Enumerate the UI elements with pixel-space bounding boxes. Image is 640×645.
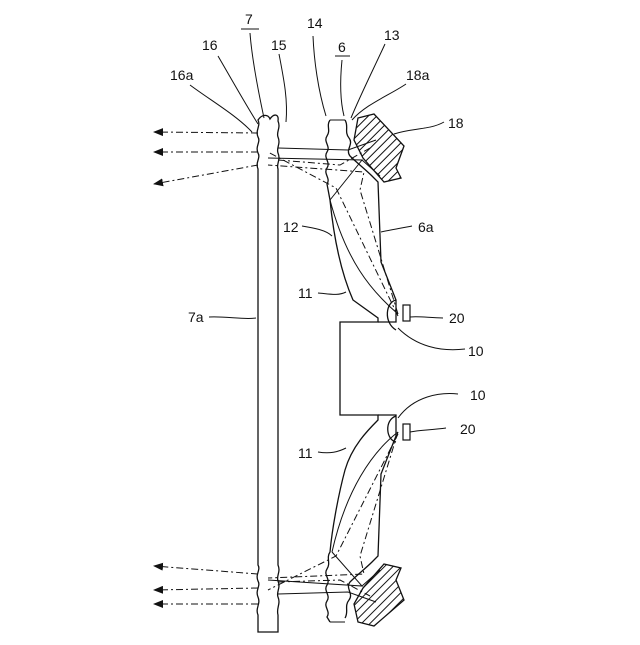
inner-lens-6 xyxy=(326,120,396,622)
reference-labels: 7 16 15 14 6 13 18a 16a 18 12 6a 11 7a 2… xyxy=(170,11,486,461)
label-12: 12 xyxy=(283,219,299,235)
light-rays-lower xyxy=(154,432,398,604)
label-14: 14 xyxy=(307,15,323,31)
label-6a: 6a xyxy=(418,219,434,235)
label-11-upper: 11 xyxy=(298,285,313,301)
label-7a: 7a xyxy=(188,309,204,325)
label-20-lower: 20 xyxy=(460,421,476,437)
label-18: 18 xyxy=(448,115,464,131)
light-source-20-upper xyxy=(387,300,410,330)
label-10-lower: 10 xyxy=(470,387,486,403)
label-16a: 16a xyxy=(170,67,194,83)
label-10-upper: 10 xyxy=(468,343,484,359)
reflector-18-lower xyxy=(354,564,404,626)
label-13: 13 xyxy=(384,27,400,43)
label-20-upper: 20 xyxy=(449,310,465,326)
label-6: 6 xyxy=(338,39,346,55)
light-rays-upper xyxy=(154,132,398,316)
label-15: 15 xyxy=(271,37,287,53)
label-11-lower: 11 xyxy=(298,445,313,461)
label-18a: 18a xyxy=(406,67,430,83)
label-16: 16 xyxy=(202,37,218,53)
leader-lines xyxy=(190,29,465,453)
outer-lens-7 xyxy=(257,115,279,632)
label-7: 7 xyxy=(245,11,253,27)
